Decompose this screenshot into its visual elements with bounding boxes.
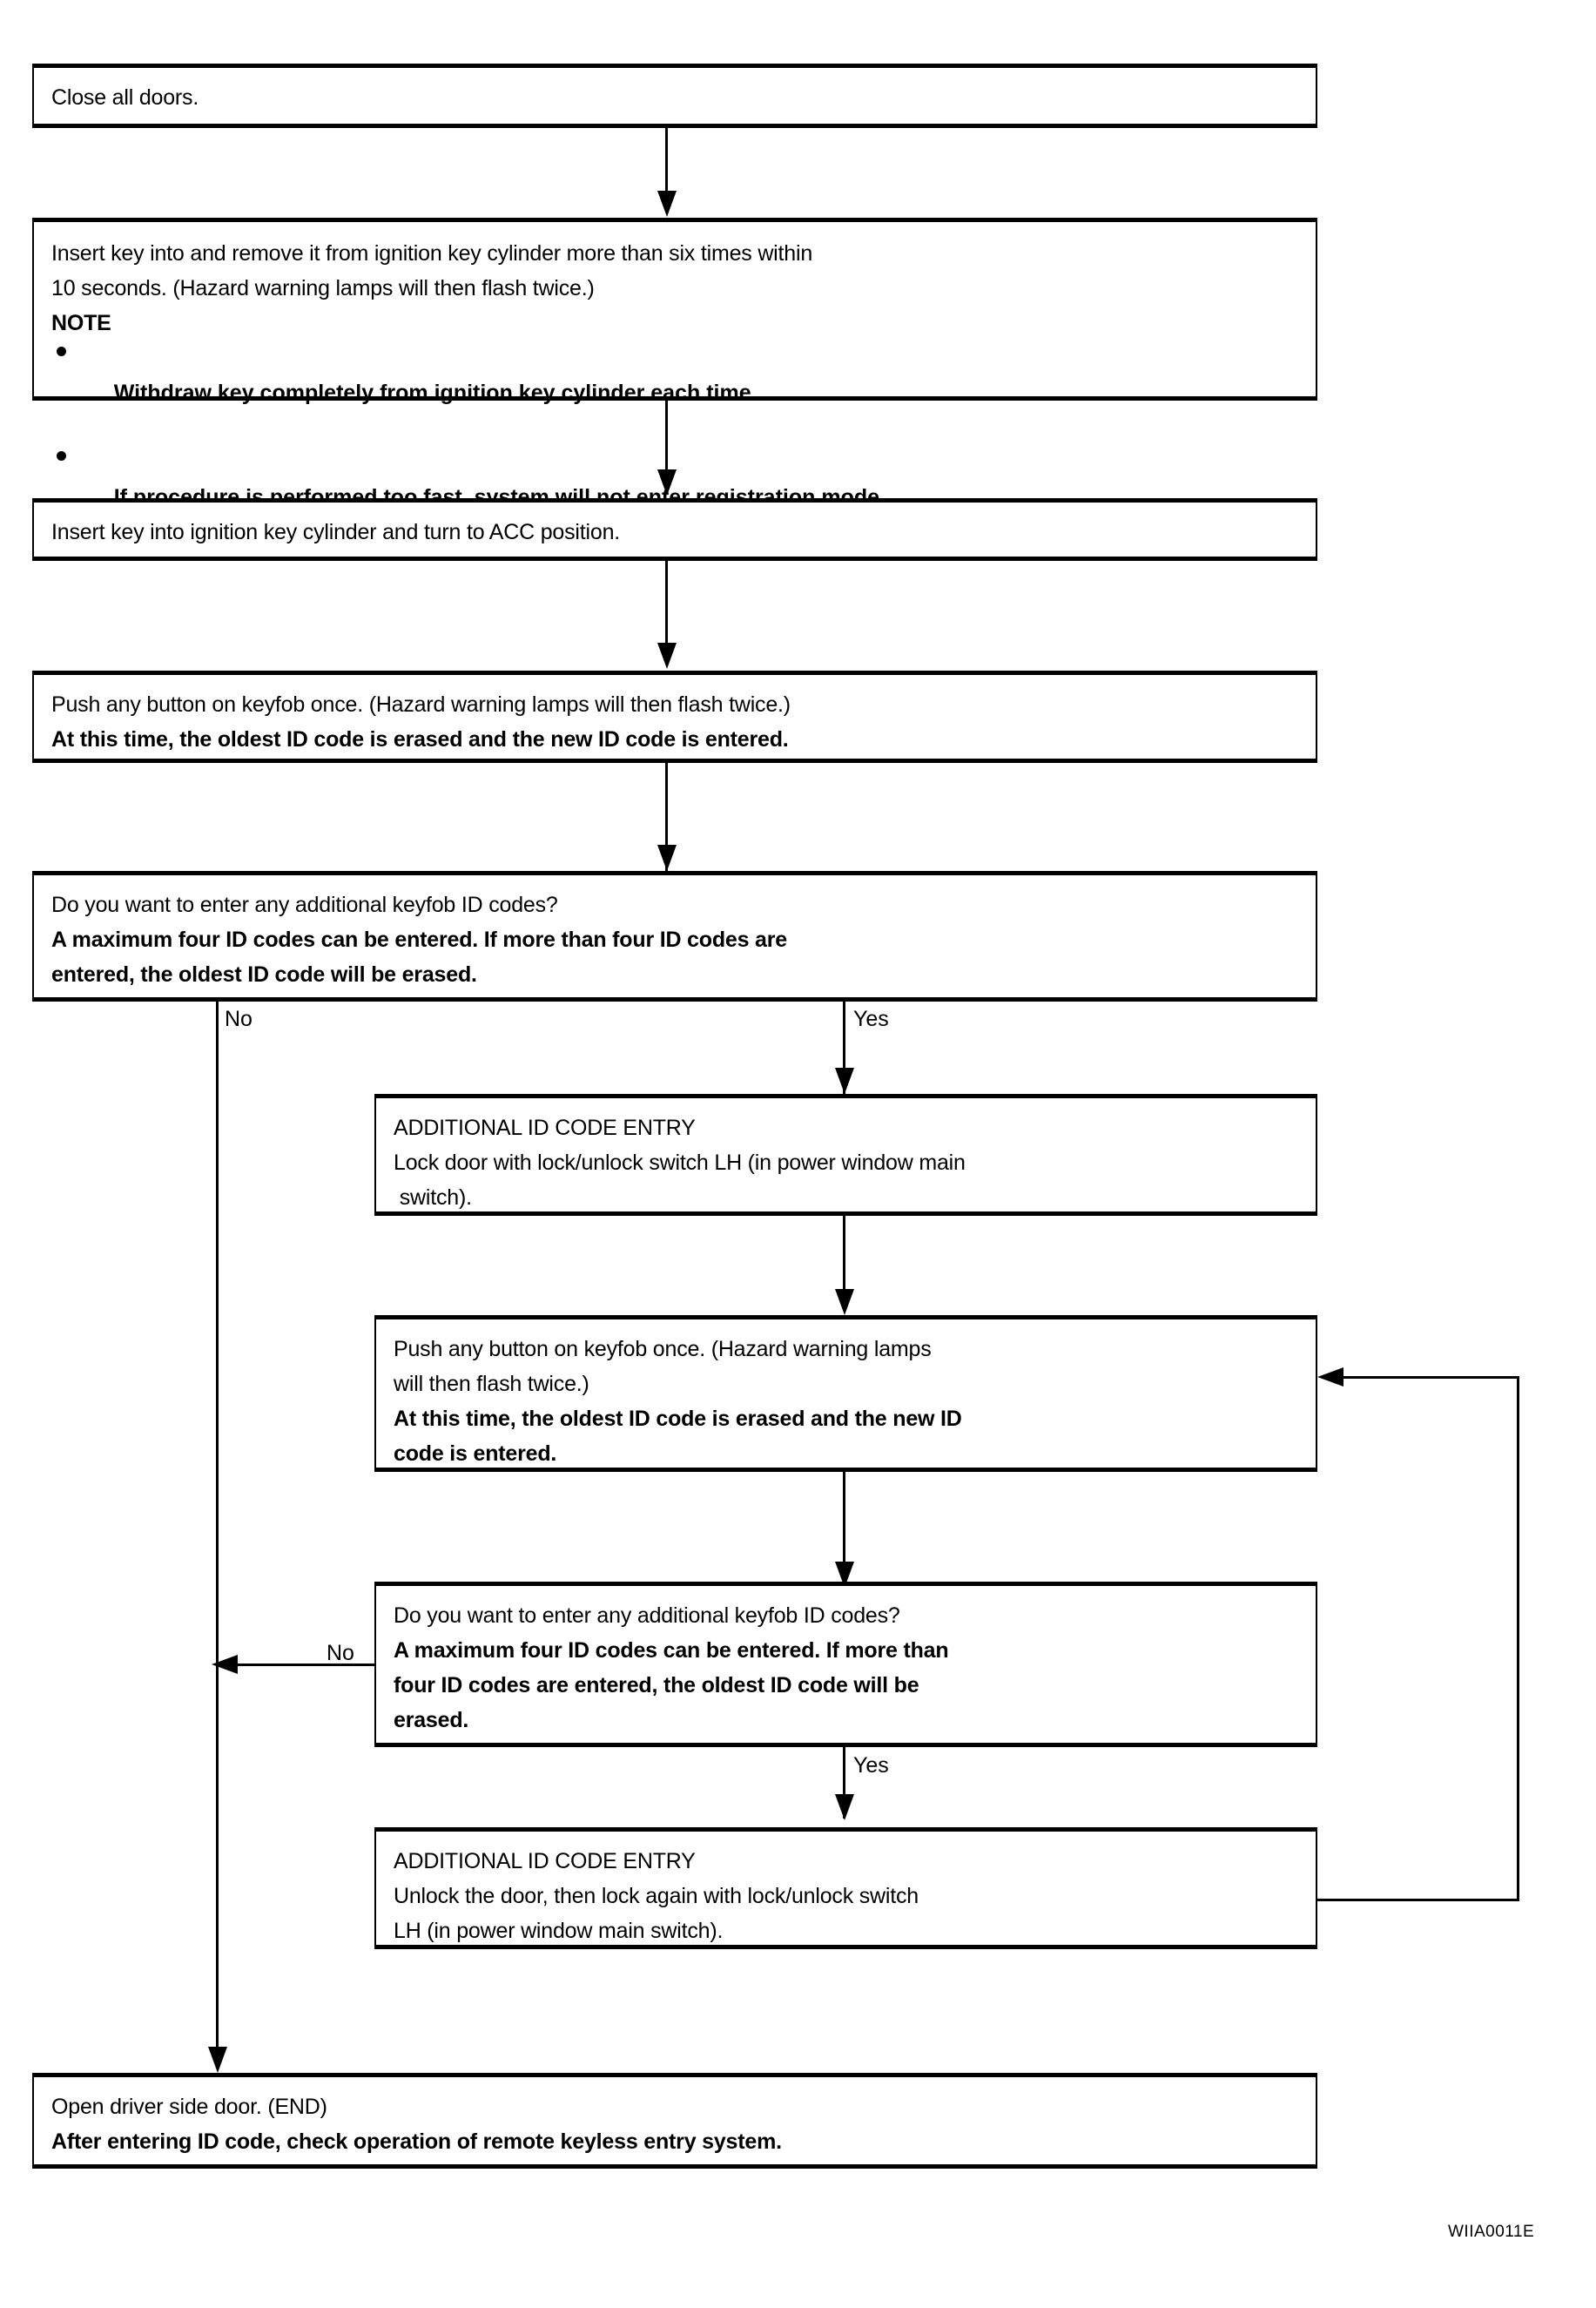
connector-loop-top-segment xyxy=(1343,1376,1519,1379)
node-line: LH (in power window main switch). xyxy=(394,1919,724,1943)
arrow-head-down xyxy=(208,2047,227,2073)
node-push-keyfob-second: Push any button on keyfob once. (Hazard … xyxy=(374,1315,1317,1472)
connector-close-doors-to-insert-key xyxy=(665,128,668,196)
branch-label-decision-two-no: No xyxy=(327,1641,354,1665)
node-line: Lock door with lock/unlock switch LH (in… xyxy=(394,1151,966,1175)
node-line: A maximum four ID codes can be entered. … xyxy=(394,1638,949,1663)
arrow-head-down xyxy=(835,1794,854,1820)
connector-loop-right-segment xyxy=(1517,1376,1519,1901)
node-line: Do you want to enter any additional keyf… xyxy=(51,893,558,917)
node-note-heading: NOTE xyxy=(51,311,111,335)
node-end-open-driver-door: Open driver side door. (END) After enter… xyxy=(32,2073,1317,2169)
node-line: After entering ID code, check operation … xyxy=(51,2129,782,2154)
connector-push-keyfob-to-decision-one xyxy=(665,763,668,871)
node-line: Close all doors. xyxy=(51,85,199,110)
node-close-all-doors: Close all doors. xyxy=(32,64,1317,128)
branch-label-decision-one-no: No xyxy=(225,1007,253,1031)
connector-decision-one-yes xyxy=(843,1002,845,1094)
node-line: code is entered. xyxy=(394,1441,557,1466)
connector-additional-entry-to-push-keyfob-second xyxy=(843,1216,845,1294)
node-line: Do you want to enter any additional keyf… xyxy=(394,1603,900,1628)
node-turn-to-acc: Insert key into ignition key cylinder an… xyxy=(32,498,1317,561)
arrow-head-left xyxy=(1317,1367,1343,1387)
node-line: erased. xyxy=(394,1708,469,1732)
bullet-dot-icon xyxy=(57,451,66,461)
node-decision-additional-codes-one: Do you want to enter any additional keyf… xyxy=(32,871,1317,1002)
node-line: entered, the oldest ID code will be eras… xyxy=(51,962,477,987)
node-line: Insert key into and remove it from ignit… xyxy=(51,241,813,266)
node-line: A maximum four ID codes can be entered. … xyxy=(51,928,787,952)
node-decision-additional-codes-two: Do you want to enter any additional keyf… xyxy=(374,1582,1317,1747)
node-line: four ID codes are entered, the oldest ID… xyxy=(394,1673,919,1697)
node-line: switch). xyxy=(394,1185,472,1210)
arrow-head-down xyxy=(657,469,677,496)
node-note-bullet-text: Withdraw key completely from ignition ke… xyxy=(113,381,758,405)
arrow-head-down xyxy=(835,1068,854,1094)
node-line: will then flash twice.) xyxy=(394,1372,589,1396)
connector-loop-bottom-segment xyxy=(1317,1899,1519,1901)
connector-decision-two-yes xyxy=(843,1747,845,1819)
node-note-bullet: Withdraw key completely from ignition ke… xyxy=(51,341,1300,445)
node-line: ADDITIONAL ID CODE ENTRY xyxy=(394,1849,696,1873)
node-insert-remove-key: Insert key into and remove it from ignit… xyxy=(32,218,1317,510)
node-additional-id-code-entry-unlock: ADDITIONAL ID CODE ENTRY Unlock the door… xyxy=(374,1827,1317,1949)
branch-label-decision-two-yes: Yes xyxy=(853,1753,889,1778)
arrow-head-down xyxy=(657,845,677,871)
node-line: At this time, the oldest ID code is eras… xyxy=(51,727,789,752)
node-push-keyfob-first: Push any button on keyfob once. (Hazard … xyxy=(32,671,1317,763)
connector-decision-two-no xyxy=(235,1664,376,1666)
node-line: 10 seconds. (Hazard warning lamps will t… xyxy=(51,276,595,300)
arrow-head-down xyxy=(657,191,677,217)
arrow-head-down xyxy=(657,643,677,669)
connector-turn-acc-to-push-keyfob xyxy=(665,561,668,648)
connector-push-keyfob-second-to-decision-two xyxy=(843,1472,845,1568)
node-line: Open driver side door. (END) xyxy=(51,2095,327,2119)
node-line: Insert key into ignition key cylinder an… xyxy=(51,520,621,544)
arrow-head-down xyxy=(835,1289,854,1315)
node-line: Push any button on keyfob once. (Hazard … xyxy=(394,1337,932,1361)
node-line: Unlock the door, then lock again with lo… xyxy=(394,1884,919,1908)
node-additional-id-code-entry-lock: ADDITIONAL ID CODE ENTRY Lock door with … xyxy=(374,1094,1317,1216)
node-line: ADDITIONAL ID CODE ENTRY xyxy=(394,1116,696,1140)
connector-decision-one-no-trunk xyxy=(216,1002,219,2068)
arrow-head-left xyxy=(212,1655,238,1674)
branch-label-decision-one-yes: Yes xyxy=(853,1007,889,1031)
arrow-head-down xyxy=(835,1562,854,1588)
figure-id-label: WIIA0011E xyxy=(1448,2223,1535,2241)
node-line: At this time, the oldest ID code is eras… xyxy=(394,1407,962,1431)
node-line: Push any button on keyfob once. (Hazard … xyxy=(51,692,791,717)
connector-insert-key-to-turn-acc xyxy=(665,401,668,475)
bullet-dot-icon xyxy=(57,347,66,356)
